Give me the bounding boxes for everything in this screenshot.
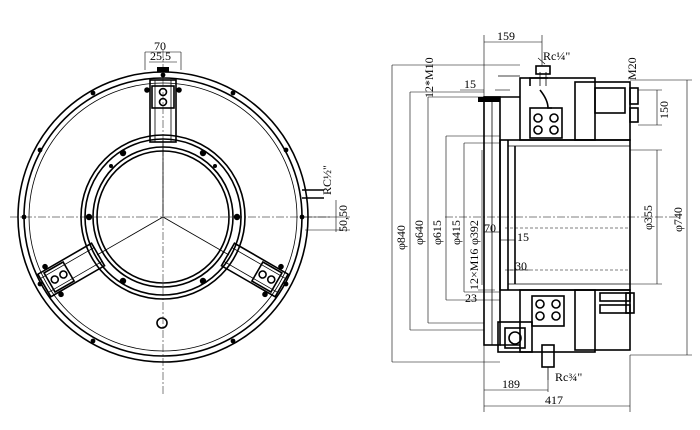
bottom-port-fitting — [541, 344, 555, 368]
radial-line-right — [162, 216, 230, 256]
bottom-dims — [483, 345, 631, 412]
dim-d615: φ615 — [430, 220, 444, 245]
dim-12xm10: 12*M10 — [422, 57, 436, 98]
front-top-dims: 70 25.5 — [144, 39, 182, 70]
port-bottom-label: Rc¾" — [555, 370, 582, 384]
dim-159: 159 — [497, 29, 515, 43]
bearing-bottom — [531, 295, 565, 327]
top-port-fitting — [535, 65, 551, 75]
dim-d415: φ415 — [449, 220, 463, 245]
spoke-top-body — [149, 79, 177, 143]
dim-70-side: 70 — [484, 221, 496, 235]
dim-70-front: 70 — [154, 39, 166, 53]
dim-d355: φ355 — [641, 205, 655, 230]
dim-d840: φ840 — [394, 225, 408, 250]
top-bolt-head — [478, 97, 500, 102]
dim-150: 150 — [657, 101, 671, 119]
right-diameter-dims — [630, 79, 692, 356]
top-assembly — [478, 65, 639, 141]
bottom-side-fitting — [625, 292, 635, 314]
port-top-label: Rc¼" — [543, 49, 570, 63]
bearing-top — [529, 107, 563, 139]
middle-dims — [478, 231, 530, 291]
dim-15-mid: 15 — [517, 230, 529, 244]
dim-30: 30 — [515, 259, 527, 273]
dim-23: 23 — [465, 291, 477, 305]
dim-d392: φ392 — [467, 220, 481, 245]
dim-25-5: 25.5 — [150, 49, 171, 63]
dim-12xm16: 12×M16 — [467, 249, 481, 290]
spoke-left — [220, 242, 290, 298]
hub-bolts — [85, 149, 241, 285]
dim-50-50: 50,50 — [336, 205, 350, 232]
side-view: φ840 φ640 φ615 φ415 φ392 12×M16 φ355 φ74… — [391, 29, 692, 412]
dim-15-top: 15 — [464, 77, 476, 91]
top-dims — [460, 35, 546, 97]
spoke-top-mount — [157, 67, 169, 72]
rotary-joint — [497, 321, 533, 353]
cylinder-top — [574, 81, 631, 141]
bottom-housing — [519, 289, 596, 353]
dim-189: 189 — [502, 377, 520, 391]
cylinder-bottom — [574, 289, 631, 351]
spoke-top — [144, 67, 182, 143]
dim-d740: φ740 — [671, 207, 685, 232]
dim-m20: M20 — [625, 57, 639, 80]
drain-hole — [156, 317, 168, 329]
left-diameter-dims — [391, 64, 520, 363]
side-port — [302, 189, 350, 231]
dim-417: 417 — [545, 393, 563, 407]
radial-line-left — [96, 216, 164, 256]
front-view: 70 25.5 RC½" 50,50 — [10, 39, 350, 395]
port-thread-label: RC½" — [320, 165, 334, 195]
dim-d640: φ640 — [412, 220, 426, 245]
m20-fitting — [629, 87, 639, 105]
spoke-right — [36, 242, 106, 298]
bottom-assembly — [497, 289, 635, 380]
spoke-top-block — [151, 85, 175, 109]
